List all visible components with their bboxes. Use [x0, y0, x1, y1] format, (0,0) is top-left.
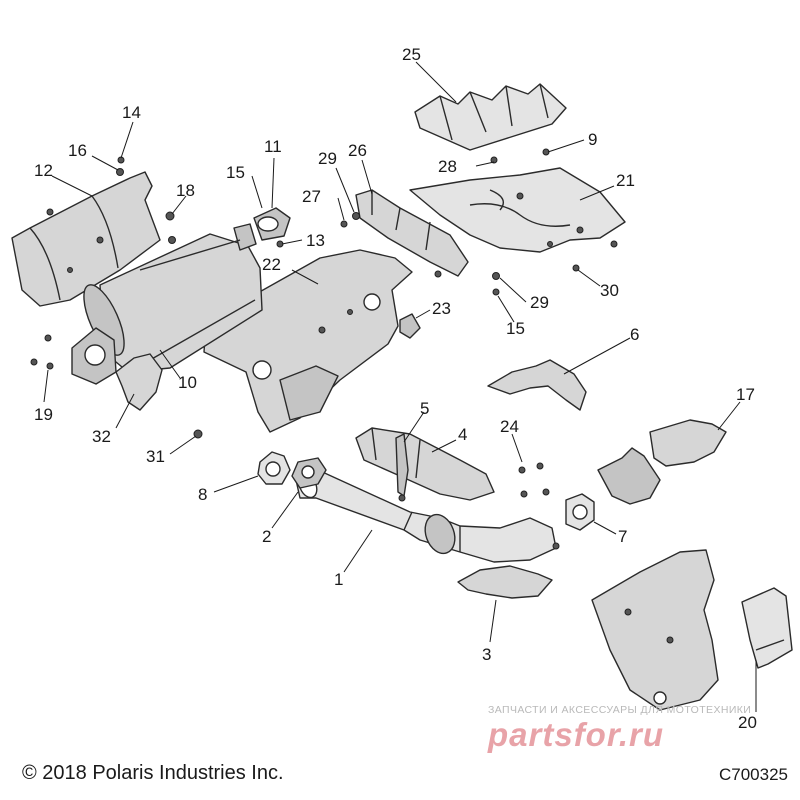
- part-11-outlet-tip[interactable]: [253, 207, 291, 241]
- watermark-caption: ЗАПЧАСТИ И АКСЕССУАРЫ ДЛЯ МОТОТЕХНИКИ: [488, 704, 752, 716]
- callout-5: 5: [420, 399, 429, 418]
- part-3-lower-shield[interactable]: [457, 565, 553, 599]
- part-21-heat-shield[interactable]: [409, 167, 626, 253]
- callout-12: 12: [34, 161, 53, 180]
- callout-22: 22: [262, 255, 281, 274]
- callout-14: 14: [122, 103, 141, 122]
- part-23-clip[interactable]: [399, 313, 421, 339]
- copyright-notice: © 2018 Polaris Industries Inc.: [22, 762, 284, 784]
- callout-21: 21: [616, 171, 635, 190]
- callout-11: 11: [264, 137, 282, 156]
- leader-lines: [43, 61, 757, 712]
- callout-31: 31: [146, 447, 165, 466]
- part-10-muffler[interactable]: [71, 223, 263, 385]
- part-7-gasket[interactable]: [565, 493, 595, 531]
- callout-23: 23: [432, 299, 451, 318]
- callout-9: 9: [588, 130, 597, 149]
- callout-18: 18: [176, 181, 195, 200]
- callout-15b: 15: [506, 319, 525, 338]
- callout-labels: 1 2 3 4 5 6 7 8 9 10 11 12 13 14 15 15 1…: [34, 45, 757, 732]
- callout-29a: 29: [318, 149, 337, 168]
- part-8-gasket[interactable]: [257, 451, 291, 485]
- callout-27: 27: [302, 187, 321, 206]
- part-32-cap-shield[interactable]: [115, 353, 163, 411]
- callout-1: 1: [334, 570, 343, 589]
- part-17-right-shield[interactable]: [597, 419, 727, 505]
- callout-4: 4: [458, 425, 467, 444]
- callout-17: 17: [736, 385, 755, 404]
- part-2-flange[interactable]: [291, 457, 327, 489]
- callout-30: 30: [600, 281, 619, 300]
- callout-25: 25: [402, 45, 421, 64]
- callout-20: 20: [738, 713, 757, 732]
- callout-15a: 15: [226, 163, 245, 182]
- callout-8: 8: [198, 485, 207, 504]
- callout-3: 3: [482, 645, 491, 664]
- callout-10: 10: [178, 373, 197, 392]
- callout-6: 6: [630, 325, 639, 344]
- callout-24: 24: [500, 417, 519, 436]
- callout-16: 16: [68, 141, 87, 160]
- diagram-id: C700325: [718, 765, 788, 784]
- part-4-pipe-shield[interactable]: [355, 427, 495, 501]
- watermark-logo: partsfor.ru: [488, 716, 665, 753]
- callout-7: 7: [618, 527, 627, 546]
- part-26-bracket-shield[interactable]: [355, 189, 469, 277]
- part-6-mid-shield[interactable]: [487, 359, 587, 411]
- part-5-sensor[interactable]: [395, 433, 409, 502]
- callout-13: 13: [306, 231, 325, 250]
- part-20-plate[interactable]: [741, 587, 793, 669]
- part-25-heat-shield[interactable]: [414, 83, 567, 151]
- lower-right-skid-shield[interactable]: [591, 549, 719, 711]
- callout-29b: 29: [530, 293, 549, 312]
- callout-2: 2: [262, 527, 271, 546]
- callout-19: 19: [34, 405, 53, 424]
- hardware-fasteners: [30, 148, 618, 550]
- callout-26: 26: [348, 141, 367, 160]
- callout-28: 28: [438, 157, 457, 176]
- callout-32: 32: [92, 427, 111, 446]
